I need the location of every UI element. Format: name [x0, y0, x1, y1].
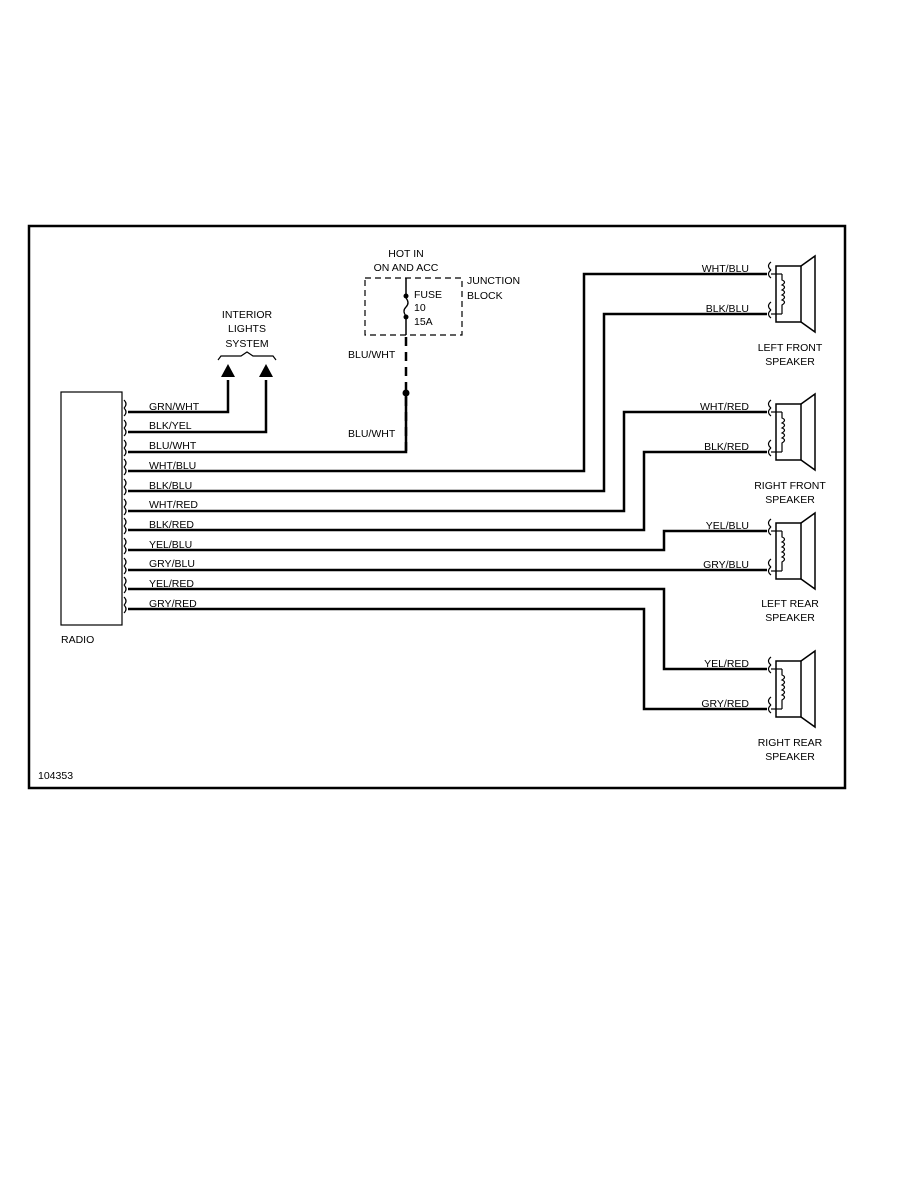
fuse-label-line3: 15A — [414, 316, 433, 328]
interior-lights-bracket — [217, 351, 277, 361]
speaker-right-front — [767, 392, 816, 472]
speaker-left-front — [767, 254, 816, 334]
fuse-label-line2: 10 — [414, 302, 426, 314]
speaker-left-rear — [767, 511, 816, 591]
fuse-wire-label-bottom: BLU/WHT — [348, 428, 396, 440]
speaker-coil-icon — [780, 531, 786, 571]
splice-dot — [402, 389, 410, 397]
speaker-connector-icon — [767, 261, 772, 319]
speaker-left-front-line2: SPEAKER — [765, 356, 815, 368]
speaker-wire-label-wht-red: WHT/RED — [700, 401, 749, 413]
wire-label-gry-red: GRY/RED — [149, 598, 197, 610]
speaker-wire-label-yel-blu: YEL/BLU — [706, 520, 749, 532]
speaker-magnet-icon — [775, 522, 802, 580]
fuse-label-line1: FUSE — [414, 289, 442, 301]
speaker-wire-label-blk-red: BLK/RED — [704, 441, 749, 453]
speaker-wire-label-gry-red: GRY/RED — [701, 698, 749, 710]
speaker-cone-icon — [800, 392, 816, 472]
speaker-magnet-icon — [775, 265, 802, 323]
speaker-wire-label-gry-blu: GRY/BLU — [703, 559, 749, 571]
wire-wht-blu — [128, 272, 767, 473]
interior-lights-arrow-icon — [259, 364, 273, 377]
speaker-connector-icon — [767, 656, 772, 714]
wire-gry-red — [128, 607, 767, 711]
fuse-icon — [403, 297, 409, 317]
speaker-coil-icon — [780, 274, 786, 314]
wire-yel-blu — [128, 529, 767, 552]
speaker-right-front-line1: RIGHT FRONT — [754, 480, 826, 492]
speaker-wire-label-yel-red: YEL/RED — [704, 658, 749, 670]
speaker-left-rear-line2: SPEAKER — [765, 612, 815, 624]
speaker-coil-icon — [780, 669, 786, 709]
speaker-right-front-line2: SPEAKER — [765, 494, 815, 506]
wire-label-blu-wht: BLU/WHT — [149, 440, 197, 452]
speaker-magnet-icon — [775, 660, 802, 718]
wire-label-gry-blu: GRY/BLU — [149, 558, 195, 570]
wire-label-wht-red: WHT/RED — [149, 499, 198, 511]
junction-block-line1: JUNCTION — [467, 275, 520, 287]
speaker-magnet-icon — [775, 403, 802, 461]
wire-blk-yel — [128, 380, 268, 434]
wire-label-yel-red: YEL/RED — [149, 578, 194, 590]
figure-id: 104353 — [38, 770, 73, 782]
interior-lights-arrow-icon — [221, 364, 235, 377]
speaker-right-rear-line1: RIGHT REAR — [758, 737, 823, 749]
wire-wht-red — [128, 410, 767, 513]
speaker-right-rear — [767, 649, 816, 729]
radio-box — [60, 391, 123, 626]
speaker-coil-icon — [780, 412, 786, 452]
speaker-right-rear-line2: SPEAKER — [765, 751, 815, 763]
speaker-cone-icon — [800, 254, 816, 334]
wire-label-yel-blu: YEL/BLU — [149, 539, 192, 551]
hot-in-line2: ON AND ACC — [374, 262, 439, 274]
speaker-left-rear-line1: LEFT REAR — [761, 598, 819, 610]
interior-lights-line3: SYSTEM — [225, 338, 268, 350]
radio-wire-labels: GRN/WHT BLK/YEL BLU/WHT WHT/BLU BLK/BLU … — [149, 401, 200, 610]
wire-grn-wht — [128, 380, 230, 414]
speaker-wire-label-wht-blu: WHT/BLU — [702, 263, 749, 275]
junction-block-line2: BLOCK — [467, 290, 503, 302]
wire-blk-blu — [128, 312, 767, 493]
speaker-connector-icon — [767, 399, 772, 457]
diagram-frame — [27, 224, 847, 790]
speaker-connector-icon — [767, 518, 772, 576]
wire-label-blk-blu: BLK/BLU — [149, 480, 192, 492]
wire-label-blk-yel: BLK/YEL — [149, 420, 192, 432]
wire-blk-red — [128, 450, 767, 532]
speaker-wire-label-blk-blu: BLK/BLU — [706, 303, 749, 315]
speaker-left-front-line1: LEFT FRONT — [758, 342, 823, 354]
fuse-wire-label-top: BLU/WHT — [348, 349, 396, 361]
speaker-cone-icon — [800, 511, 816, 591]
wires — [128, 272, 767, 711]
fuse-terminal-dot — [403, 293, 409, 299]
radio-label: RADIO — [61, 634, 94, 646]
interior-lights-line2: LIGHTS — [228, 323, 266, 335]
wire-label-wht-blu: WHT/BLU — [149, 460, 196, 472]
wire-yel-red — [128, 587, 767, 671]
fuse-terminal-dot — [403, 314, 409, 320]
interior-lights-line1: INTERIOR — [222, 309, 273, 321]
junction-block-dashed-box — [364, 277, 463, 336]
wire-label-grn-wht: GRN/WHT — [149, 401, 200, 413]
radio-connectors — [123, 399, 127, 614]
wire-label-blk-red: BLK/RED — [149, 519, 194, 531]
speaker-cone-icon — [800, 649, 816, 729]
hot-in-line1: HOT IN — [388, 248, 423, 260]
